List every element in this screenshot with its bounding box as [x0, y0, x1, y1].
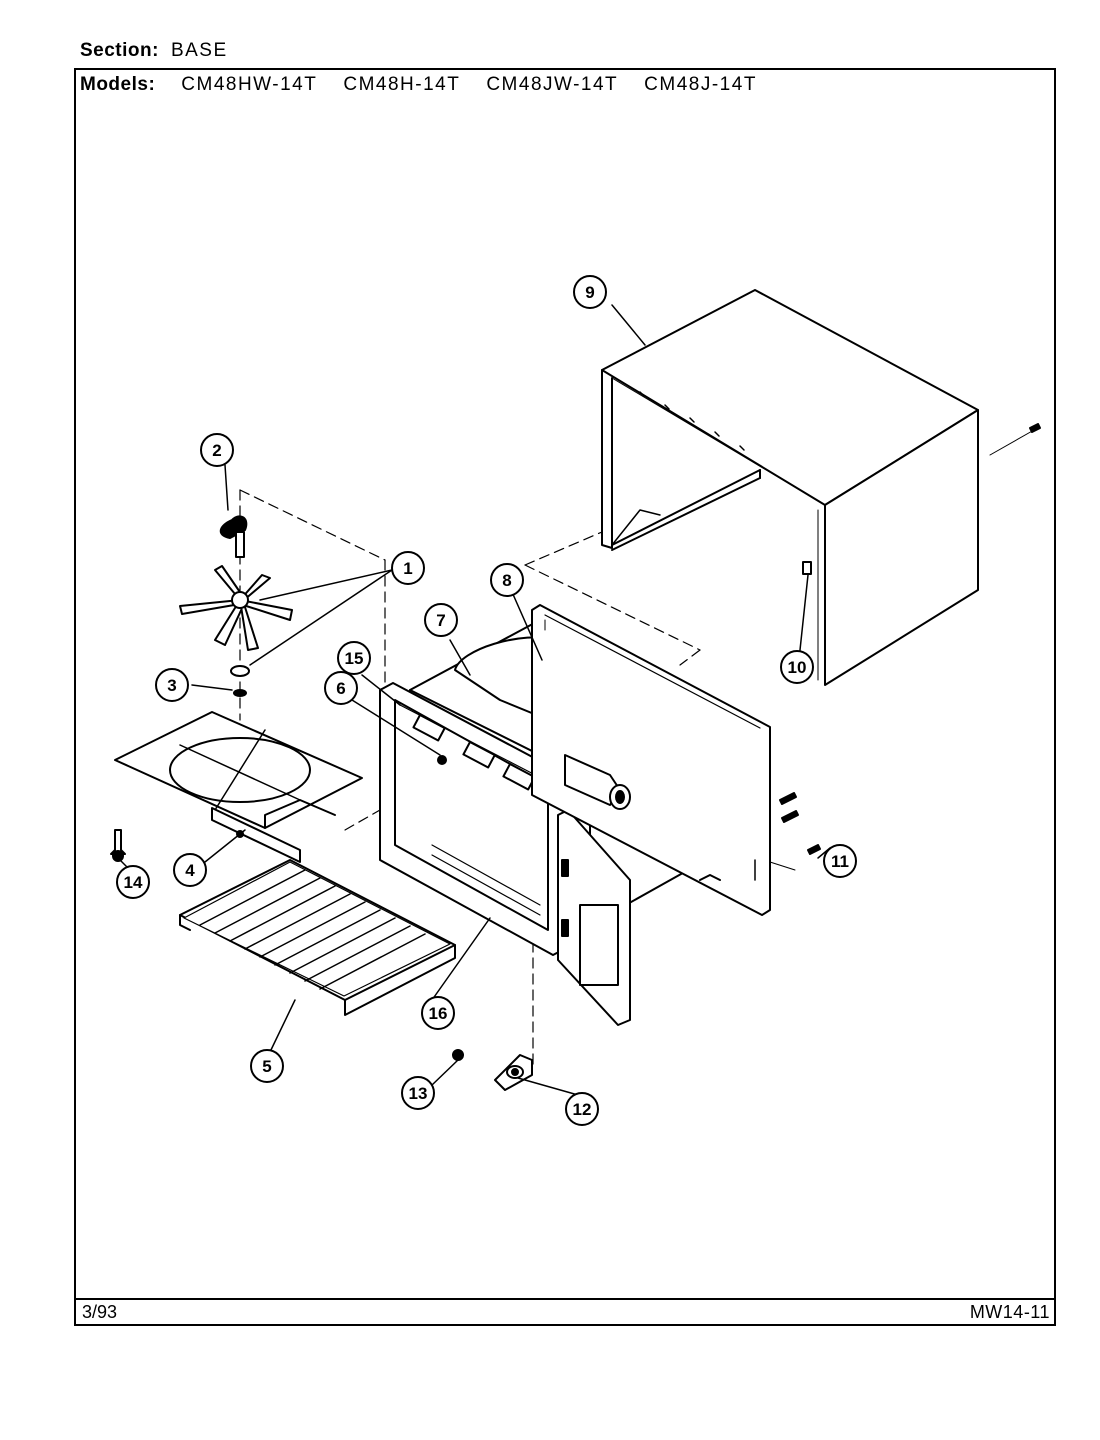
oven-rack: [179, 859, 456, 1016]
model-3: CM48JW-14T: [486, 74, 619, 95]
svg-text:4: 4: [185, 861, 195, 880]
latch-bracket: [452, 1049, 533, 1091]
svg-text:15: 15: [345, 649, 364, 668]
leader-lines: [119, 304, 831, 1096]
callout-13: 13: [401, 1076, 435, 1110]
footer-page-code: MW14-11: [969, 1302, 1050, 1322]
callout-8: 8: [490, 563, 524, 597]
svg-text:5: 5: [262, 1057, 271, 1076]
svg-text:10: 10: [788, 658, 807, 677]
models-heading: Models: CM48HW-14T CM48H-14T CM48JW-14T …: [80, 74, 757, 96]
footer-date: 3/93: [82, 1302, 118, 1322]
callout-6: 6: [324, 671, 358, 705]
right-screws: [769, 792, 821, 871]
svg-text:16: 16: [429, 1004, 448, 1023]
callout-7: 7: [424, 603, 458, 637]
svg-text:3: 3: [167, 676, 176, 695]
callout-14: 14: [116, 865, 150, 899]
foot-part: [110, 829, 126, 862]
svg-text:14: 14: [124, 873, 143, 892]
callout-4: 4: [173, 853, 207, 887]
back-panel: [531, 604, 771, 916]
section-label: Section:: [80, 40, 159, 61]
section-heading: Section: BASE: [80, 40, 228, 62]
footer-divider: [74, 1298, 1056, 1300]
fan-assembly: [179, 515, 293, 697]
callout-3: 3: [155, 668, 189, 702]
callout-2: 2: [200, 433, 234, 467]
svg-text:12: 12: [573, 1100, 592, 1119]
callout-12: 12: [565, 1092, 599, 1126]
svg-text:8: 8: [502, 571, 511, 590]
svg-text:1: 1: [403, 559, 412, 578]
callout-16: 16: [421, 996, 455, 1030]
callout-5: 5: [250, 1049, 284, 1083]
svg-text:6: 6: [336, 679, 345, 698]
svg-text:11: 11: [831, 852, 849, 871]
svg-text:2: 2: [212, 441, 221, 460]
waveguide-connector: [564, 754, 631, 810]
callout-markers: 1 2 3 4 5 6 7 8 9 10 11 12 13 14 15 16: [116, 275, 857, 1126]
fan-mounting-plate: [114, 711, 363, 863]
callout-1: 1: [391, 551, 425, 585]
exploded-parts-diagram: 1 2 3 4 5 6 7 8 9 10 11 12 13 14 15 16: [110, 275, 1041, 1126]
svg-text:7: 7: [436, 611, 445, 630]
front-frame: [379, 682, 573, 956]
callout-10: 10: [780, 650, 814, 684]
svg-text:13: 13: [409, 1084, 428, 1103]
drawing-frame: [74, 68, 1056, 1326]
callout-9: 9: [573, 275, 607, 309]
models-label: Models:: [80, 74, 156, 95]
callout-15: 15: [337, 641, 371, 675]
model-1: CM48HW-14T: [181, 74, 318, 95]
model-4: CM48J-14T: [644, 74, 757, 95]
model-2: CM48H-14T: [343, 74, 461, 95]
outer-cabinet-wrapper: [601, 289, 1041, 686]
section-value: BASE: [170, 40, 228, 61]
svg-text:9: 9: [585, 283, 594, 302]
callout-11: 11: [823, 844, 857, 878]
